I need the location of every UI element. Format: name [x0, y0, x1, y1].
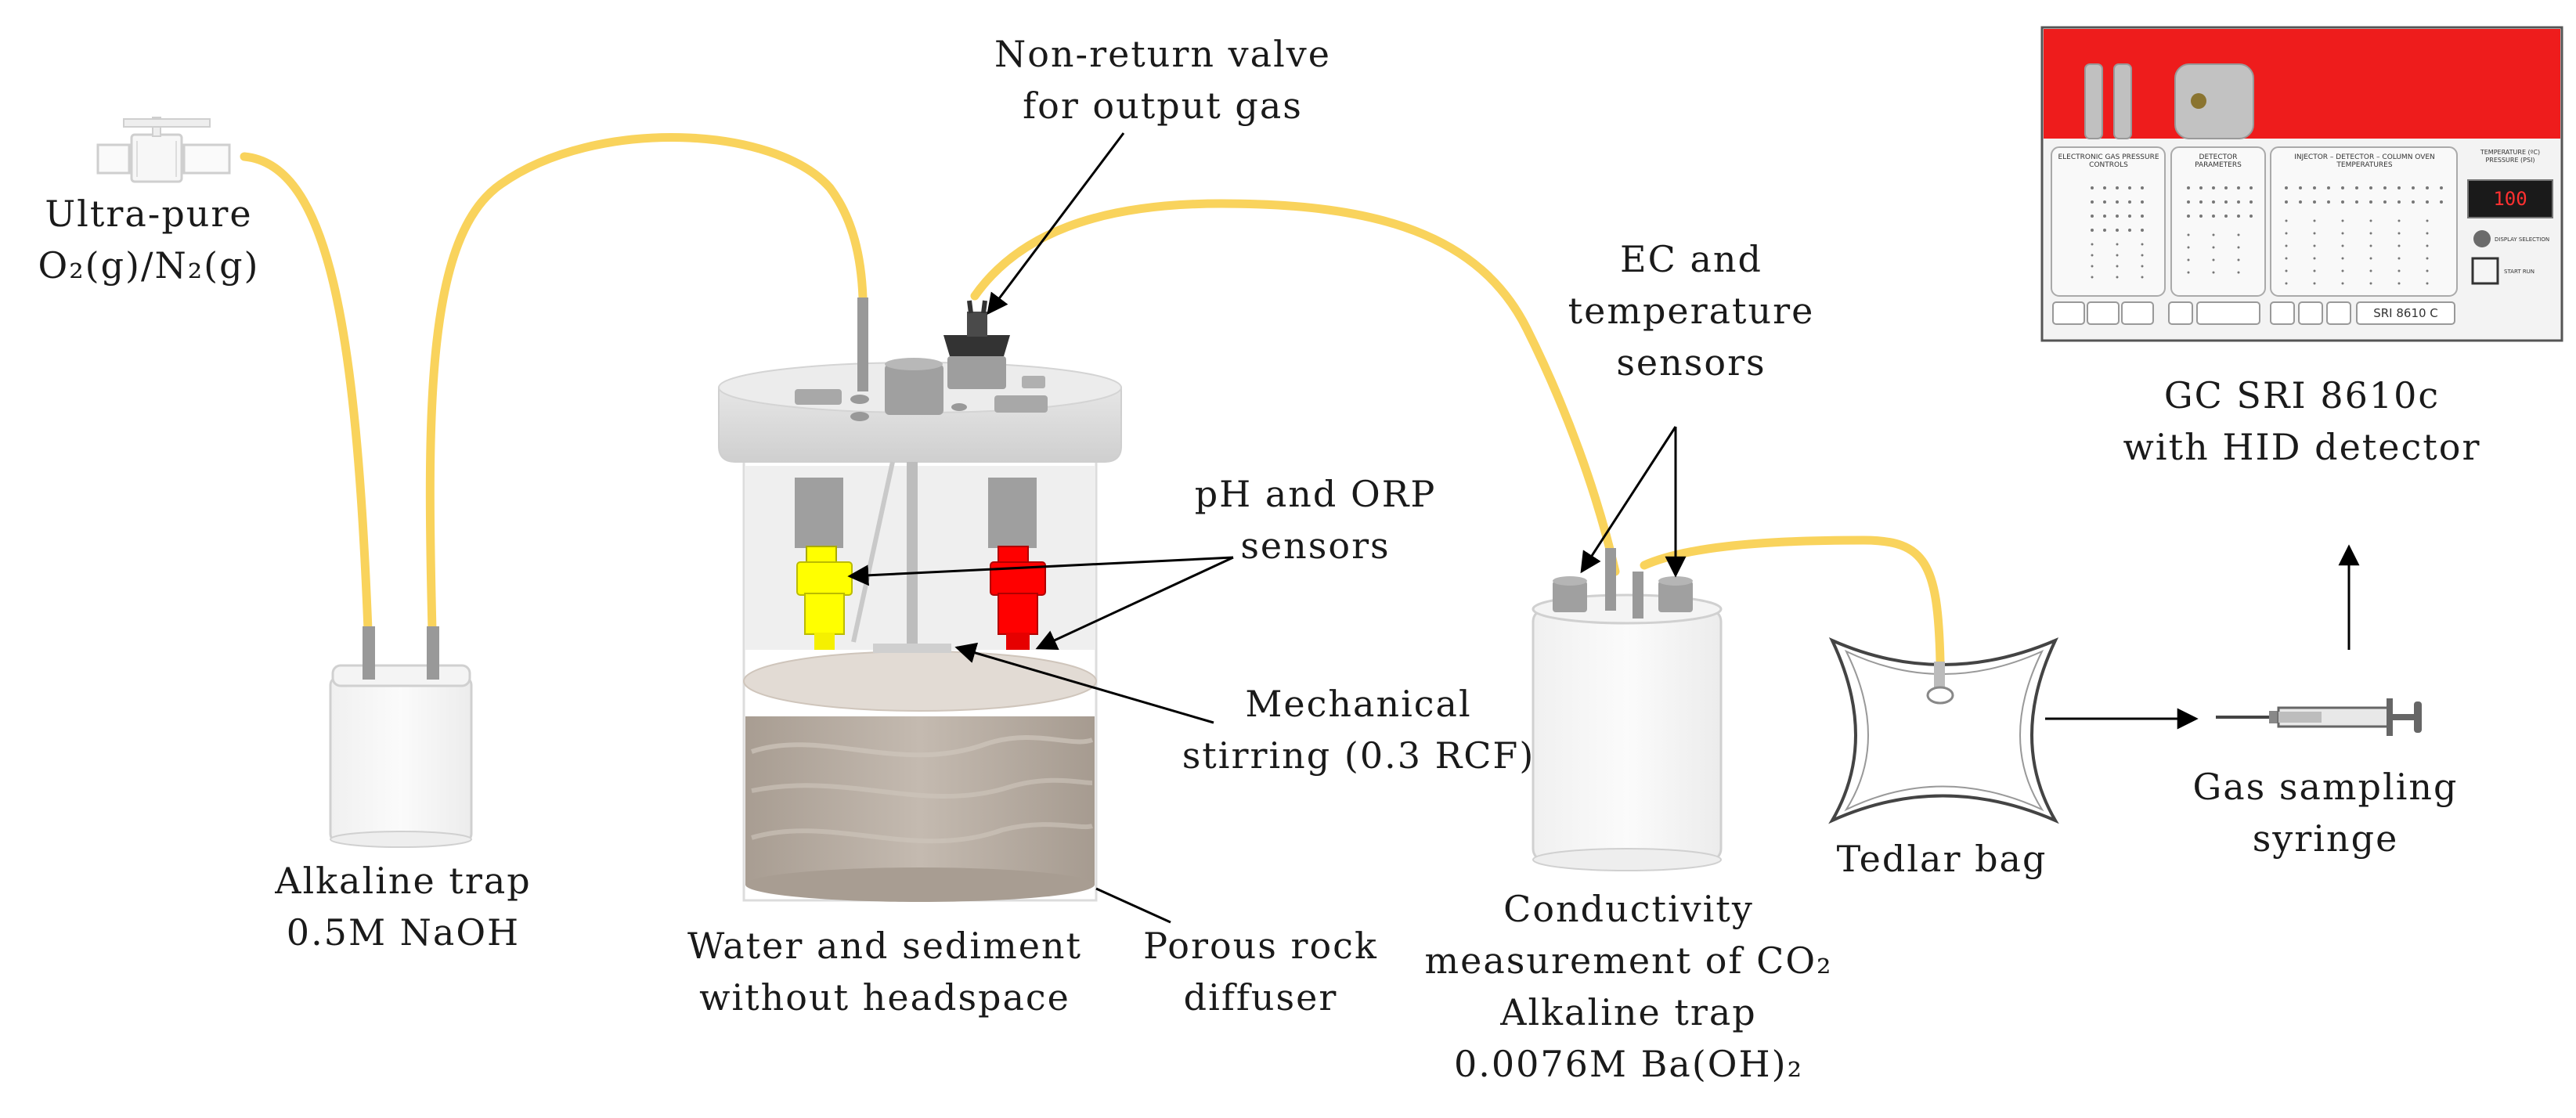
non-return-valve-icon — [943, 300, 1010, 389]
label-gas-source: Ultra-pure O₂(g)/N₂(g) — [16, 188, 282, 291]
label-syringe-line2: syringe — [2252, 817, 2399, 860]
label-alkaline-trap-1-line1: Alkaline trap — [275, 860, 532, 902]
label-non-return-valve: Non-return valve for output gas — [967, 28, 1358, 132]
gc-section-temp-pressure: TEMPERATURE (ºC) PRESSURE (PSI) — [2480, 149, 2541, 164]
label-gc-line2: with HID detector — [2123, 426, 2481, 468]
gc-section-detector: DETECTOR PARAMETERS — [2195, 153, 2242, 169]
conductivity-trap — [1532, 548, 1723, 871]
temperature-sensor — [1658, 581, 1693, 612]
label-syringe-line1: Gas sampling — [2192, 766, 2459, 808]
label-gc-instrument: GC SRI 8610c with HID detector — [2098, 370, 2506, 473]
start-run-button — [2471, 257, 2499, 285]
label-ec-line2: temperature — [1568, 290, 1815, 332]
stirrer-shaft — [907, 462, 918, 650]
label-valve-line1: Non-return valve — [994, 33, 1331, 75]
label-water-sediment: Water and sediment without headspace — [666, 920, 1104, 1023]
orp-sensor — [988, 478, 1046, 650]
ec-sensor — [1553, 581, 1587, 612]
gc-display-value: 100 — [2493, 188, 2527, 210]
label-stirring-line2: stirring (0.3 RCF) — [1182, 734, 1535, 777]
gc-section-gas: ELECTRONIC GAS PRESSURE CONTROLS — [2058, 153, 2159, 169]
label-alkaline-trap-1: Alkaline trap 0.5M NaOH — [239, 855, 568, 958]
label-gas-source-line1: Ultra-pure — [45, 193, 253, 235]
gc-display-selection-label: DISPLAY SELECTION — [2495, 236, 2550, 243]
label-stirring-line1: Mechanical — [1245, 683, 1472, 725]
gc-display — [2467, 179, 2553, 218]
label-conductivity-trap: Conductivity measurement of CO₂ Alkaline… — [1394, 883, 1863, 1090]
label-ec-line3: sensors — [1616, 341, 1766, 384]
gc-section-temps: INJECTOR – DETECTOR – COLUMN OVEN TEMPER… — [2294, 153, 2435, 169]
tedlar-bag — [1828, 637, 2059, 824]
ph-sensor — [795, 478, 853, 650]
label-tedlar-bag: Tedlar bag — [1801, 833, 2083, 885]
label-conductivity-line4: 0.0076M Ba(OH)₂ — [1453, 1043, 1804, 1085]
label-ph-orp-line2: sensors — [1240, 525, 1391, 567]
reactor-vessel — [718, 298, 1122, 902]
label-ph-orp-sensors: pH and ORP sensors — [1159, 468, 1472, 572]
label-ph-orp-line1: pH and ORP — [1194, 473, 1437, 515]
gas-valve-icon — [96, 117, 231, 183]
label-diffuser-line2: diffuser — [1183, 976, 1338, 1019]
display-selection-knob — [2473, 230, 2491, 247]
label-conductivity-line3: Alkaline trap — [1500, 991, 1757, 1033]
gc-model-label: SRI 8610 C — [2373, 306, 2438, 320]
label-tedlar-line1: Tedlar bag — [1836, 838, 2047, 880]
alkaline-trap-1 — [329, 626, 473, 848]
gc-start-run-label: START RUN — [2504, 269, 2535, 275]
label-ec-temperature-sensors: EC and temperature sensors — [1542, 233, 1840, 388]
label-gas-sampling-syringe: Gas sampling syringe — [2169, 761, 2482, 864]
label-ec-line1: EC and — [1620, 238, 1762, 280]
label-valve-line2: for output gas — [1023, 85, 1303, 127]
label-alkaline-trap-1-line2: 0.5M NaOH — [286, 911, 521, 954]
label-mechanical-stirring: Mechanical stirring (0.3 RCF) — [1174, 678, 1542, 781]
label-conductivity-line2: measurement of CO₂ — [1424, 939, 1833, 982]
label-water-sediment-line2: without headspace — [699, 976, 1070, 1019]
label-water-sediment-line1: Water and sediment — [687, 925, 1083, 967]
label-gas-source-line2: O₂(g)/N₂(g) — [38, 244, 260, 287]
label-gc-line1: GC SRI 8610c — [2163, 374, 2441, 417]
porous-diffuser-disc — [743, 651, 1097, 712]
pointer-arrows — [847, 132, 2360, 924]
syringe-icon — [2216, 698, 2422, 736]
label-diffuser-line1: Porous rock — [1143, 925, 1378, 967]
tubing — [240, 133, 1945, 666]
label-conductivity-line1: Conductivity — [1503, 888, 1754, 930]
gc-instrument — [2040, 26, 2563, 342]
sediment-layer — [745, 716, 1095, 885]
label-porous-diffuser: Porous rock diffuser — [1120, 920, 1402, 1023]
